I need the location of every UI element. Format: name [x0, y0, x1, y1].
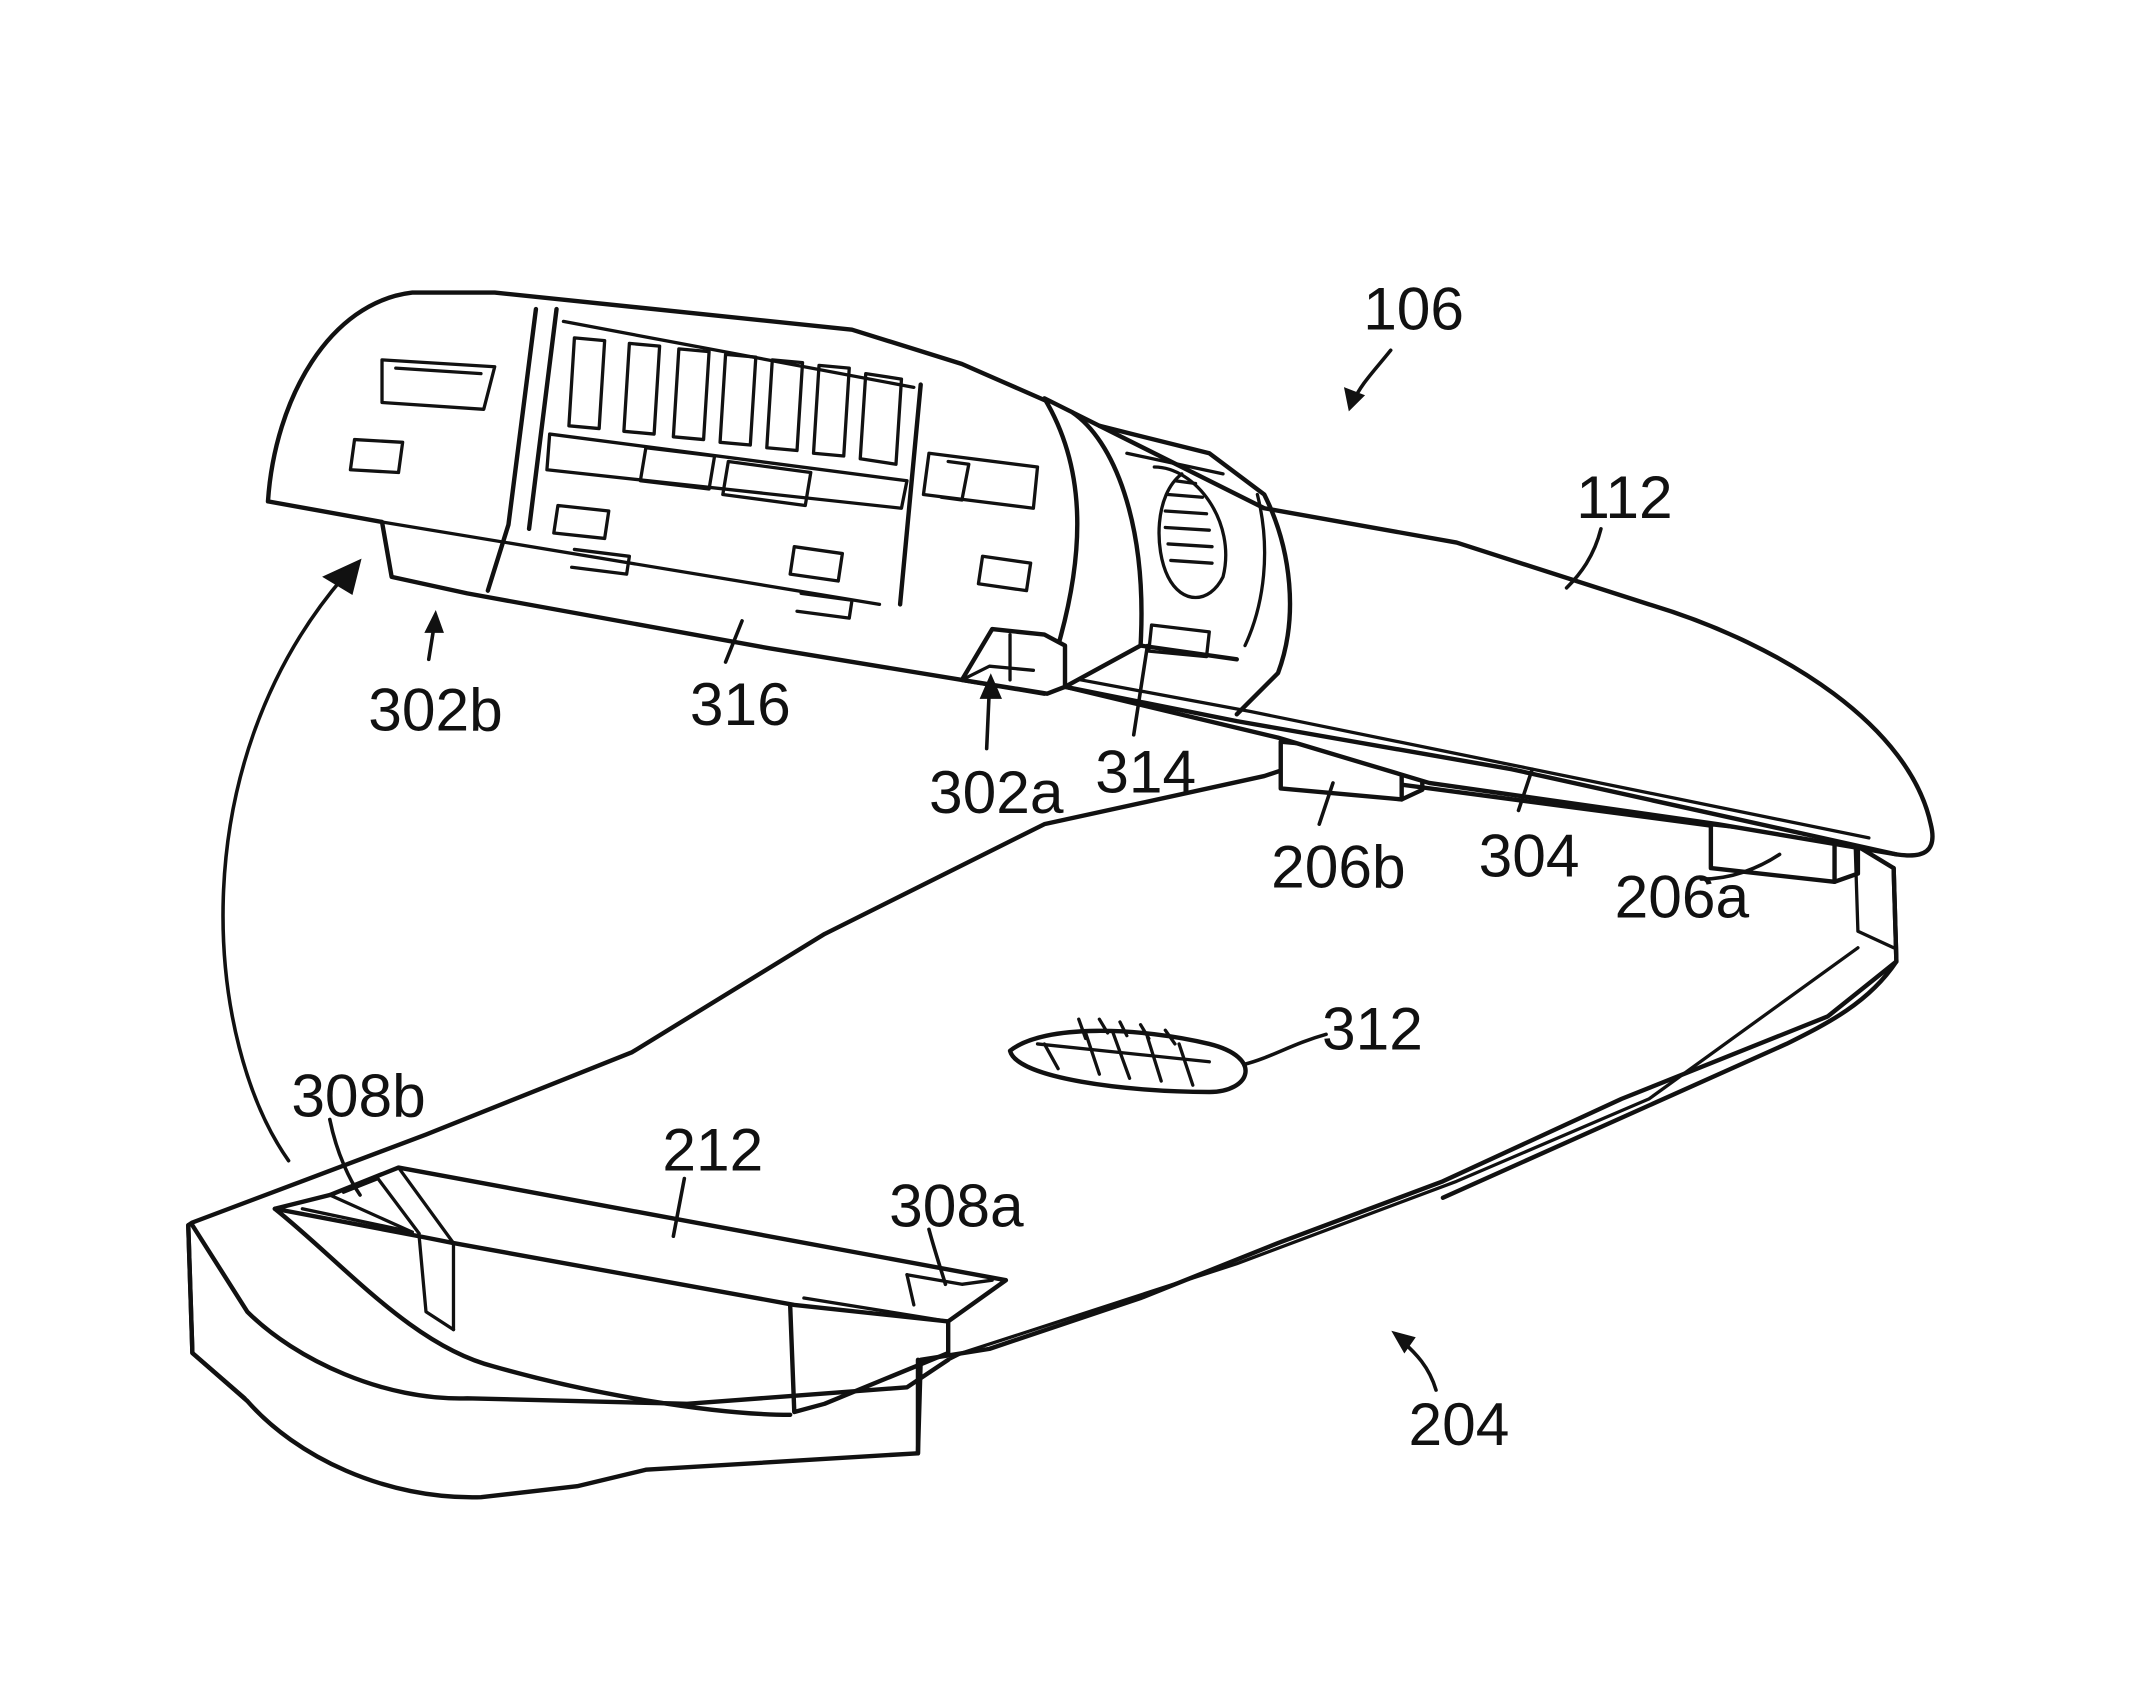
label-302a: 302a	[929, 758, 1064, 826]
label-308a: 308a	[889, 1172, 1024, 1240]
label-312: 312	[1322, 994, 1423, 1062]
label-302b: 302b	[368, 676, 502, 744]
label-206a: 206a	[1615, 863, 1750, 931]
label-112: 112	[1576, 463, 1672, 531]
label-204: 204	[1409, 1390, 1510, 1458]
label-206b: 206b	[1271, 832, 1405, 900]
label-106: 106	[1363, 275, 1464, 343]
label-316: 316	[690, 670, 791, 738]
label-212: 212	[662, 1115, 763, 1183]
label-308b: 308b	[291, 1062, 425, 1130]
label-314: 314	[1095, 738, 1196, 806]
label-304: 304	[1479, 821, 1580, 889]
